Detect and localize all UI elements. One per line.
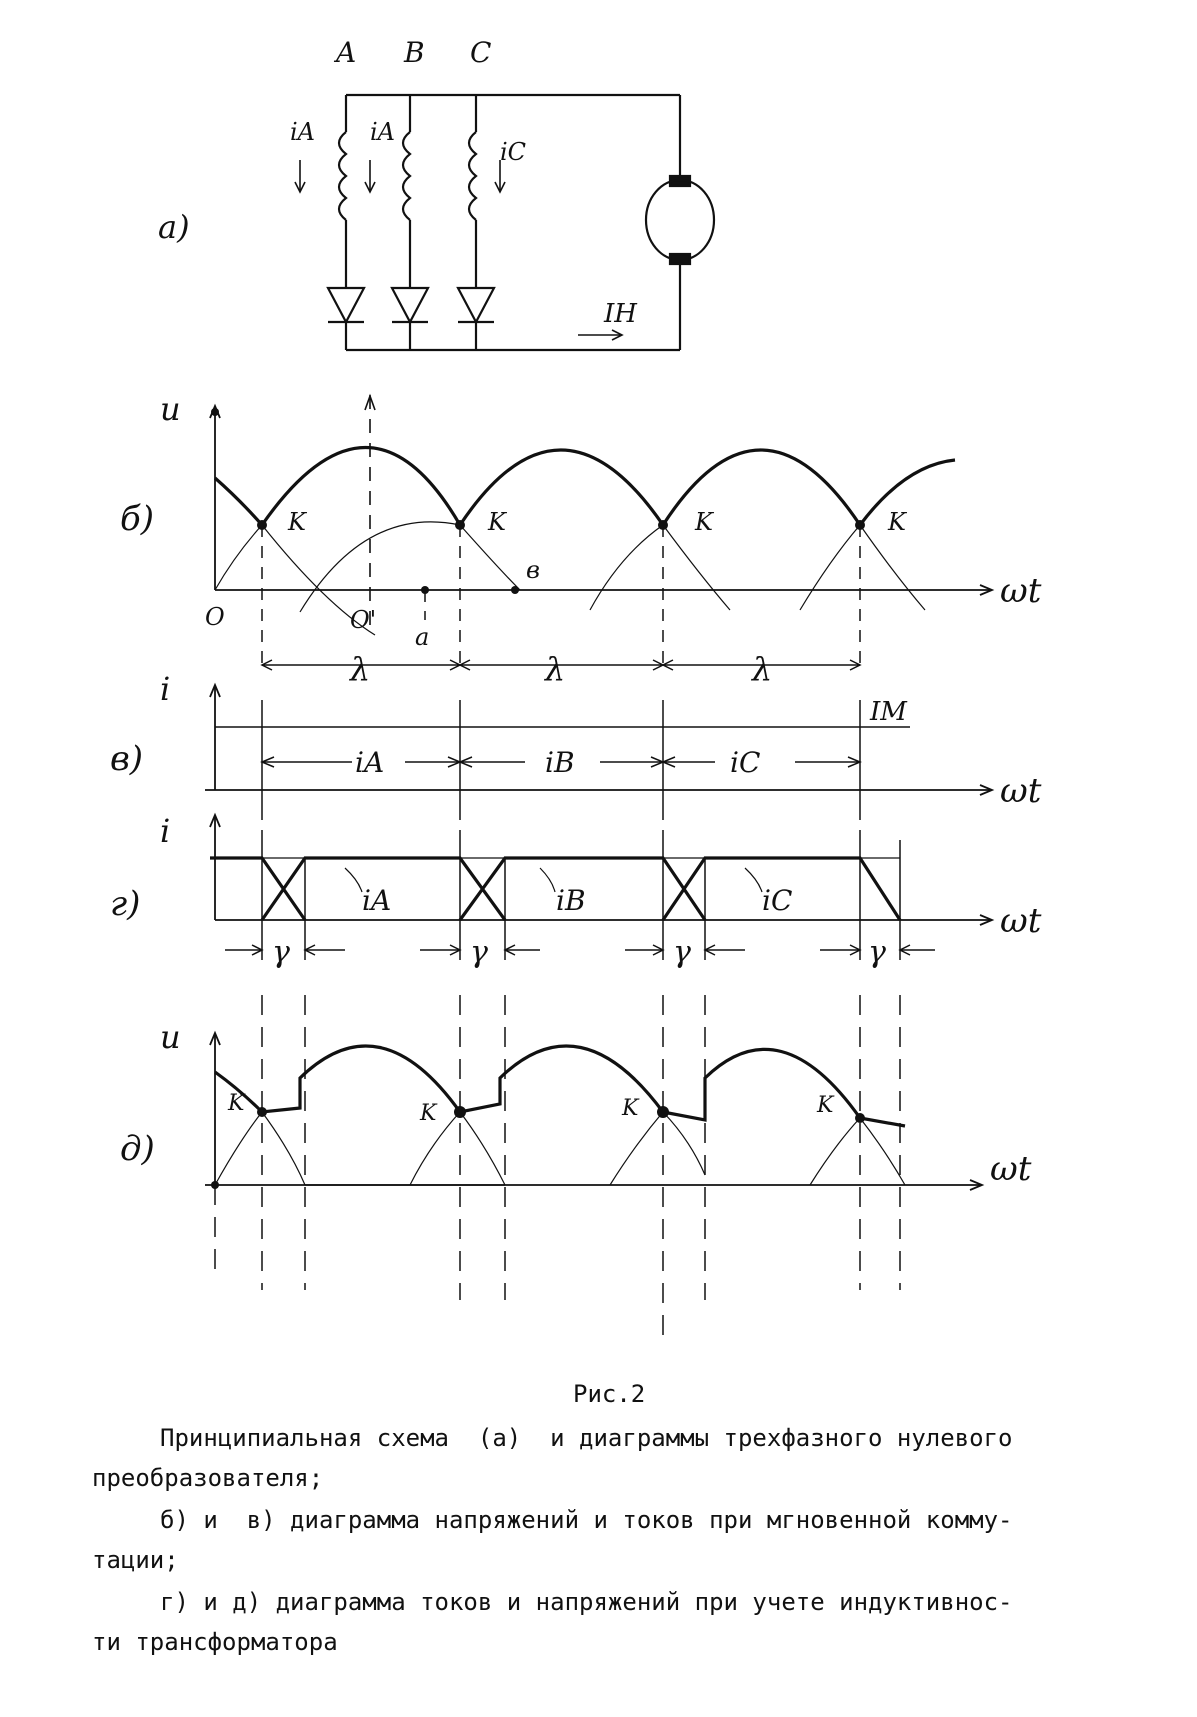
k-label-b-4: K — [887, 508, 908, 536]
k-label-b-1: K — [287, 508, 308, 536]
k-label-b-3: K — [694, 508, 715, 536]
overlap-label-3: γ — [673, 935, 691, 970]
diode-b — [390, 286, 430, 325]
diagram-v-label: в) — [110, 739, 143, 779]
k-label-d-2: K — [419, 1101, 438, 1126]
commutation-lines-b — [261, 525, 861, 665]
overlap-dimension-arrows — [225, 944, 935, 956]
phase-branch-b — [401, 95, 412, 350]
interval-dimension-b — [260, 659, 862, 671]
origin-label: O — [205, 603, 225, 631]
k-label-d-3: K — [621, 1096, 640, 1121]
diagram-g — [209, 812, 995, 960]
diagram-d-label: д) — [120, 1129, 155, 1169]
current-label-g-b: iB — [556, 884, 586, 917]
axis-u-d — [209, 1030, 221, 1185]
diagram-d — [205, 995, 985, 1340]
phase-branch-a — [337, 95, 348, 350]
current-label-v-a: iA — [355, 746, 384, 779]
caption-line-2: преобразователя; — [92, 1464, 324, 1492]
diagram-b-label: б) — [120, 499, 154, 539]
point-a-label: a — [415, 623, 429, 651]
interval-label-2: λ — [543, 650, 565, 688]
axis-i-g — [209, 812, 221, 920]
phase-sinusoids-thin — [214, 521, 926, 636]
phase-label-a: A — [333, 36, 356, 69]
origin-prime-label: O' — [350, 606, 376, 634]
diagram-g-label: г) — [110, 884, 140, 924]
overlap-label-2: γ — [470, 935, 488, 970]
axis-u-b — [209, 403, 221, 590]
commutation-lines-d — [214, 995, 901, 1340]
interval-label-3: λ — [750, 650, 772, 688]
circuit-schematic — [294, 93, 716, 352]
diagram-b-xlabel: ωt — [1000, 571, 1042, 611]
k-label-d-4: K — [816, 1093, 835, 1118]
caption-line-3: б) и в) диаграмма напряжений и токов при… — [160, 1506, 1013, 1534]
k-label-d-1: K — [227, 1091, 246, 1116]
load-current-label: IH — [603, 299, 638, 329]
rectified-voltage-trace-d — [214, 1044, 906, 1128]
phase-current-arrows — [294, 160, 506, 194]
current-label-g-c: iC — [762, 884, 792, 917]
diagram-b-ylabel: u — [160, 390, 181, 428]
caption-line-4: тации; — [92, 1546, 179, 1574]
motor-symbol — [644, 174, 716, 266]
diagram-d-ylabel: u — [160, 1018, 181, 1056]
phase-current-label-c: iC — [500, 138, 526, 166]
diagram-d-xlabel: ωt — [990, 1149, 1032, 1189]
level-label-im: IM — [869, 697, 908, 727]
commutation-lines-g — [261, 830, 901, 960]
k-points-b — [211, 408, 865, 594]
phase-current-label-b: iA — [370, 118, 395, 146]
phase-sinusoids-thin-d — [214, 1111, 906, 1186]
current-label-leaders-g — [344, 867, 763, 893]
diagram-v-ylabel: i — [160, 670, 170, 708]
diagram-v — [205, 682, 995, 820]
diagram-b — [209, 393, 995, 671]
diode-c — [456, 286, 496, 325]
diagram-g-xlabel: ωt — [1000, 901, 1042, 941]
diagram-g-ylabel: i — [160, 812, 170, 850]
caption-line-5: г) и д) диаграмма токов и напряжений при… — [160, 1588, 1013, 1616]
current-intervals-v — [260, 756, 862, 768]
diagram-v-xlabel: ωt — [1000, 771, 1042, 811]
phase-current-label-a: iA — [290, 118, 315, 146]
circuit-label: а) — [158, 208, 190, 246]
figure-title: Рис.2 — [573, 1380, 646, 1408]
caption-line-6: ти трансформатора — [92, 1628, 338, 1656]
axis-o-prime — [364, 393, 376, 630]
overlap-label-4: γ — [868, 935, 886, 970]
current-label-v-c: iC — [730, 746, 760, 779]
current-label-v-b: iB — [545, 746, 575, 779]
k-points-d — [211, 1106, 865, 1189]
axis-i-v — [209, 682, 221, 790]
current-label-g-a: iA — [362, 884, 391, 917]
phase-current-trace-g — [210, 856, 902, 921]
phase-branch-c — [467, 95, 478, 350]
rectified-voltage-envelope-b — [213, 445, 956, 529]
phase-label-c: C — [470, 36, 491, 69]
k-label-b-2: K — [487, 508, 508, 536]
point-b-label: в — [526, 556, 540, 584]
phase-label-b: B — [403, 36, 425, 69]
axis-wt-g — [215, 914, 995, 926]
load-current-arrow — [578, 329, 624, 341]
diode-a — [326, 286, 366, 325]
axis-wt-v — [205, 784, 995, 796]
caption-line-1: Принципиальная схема (а) и диаграммы тре… — [160, 1424, 1013, 1452]
commutation-lines-v — [261, 700, 861, 820]
interval-label-1: λ — [348, 650, 370, 688]
overlap-label-1: γ — [272, 935, 290, 970]
